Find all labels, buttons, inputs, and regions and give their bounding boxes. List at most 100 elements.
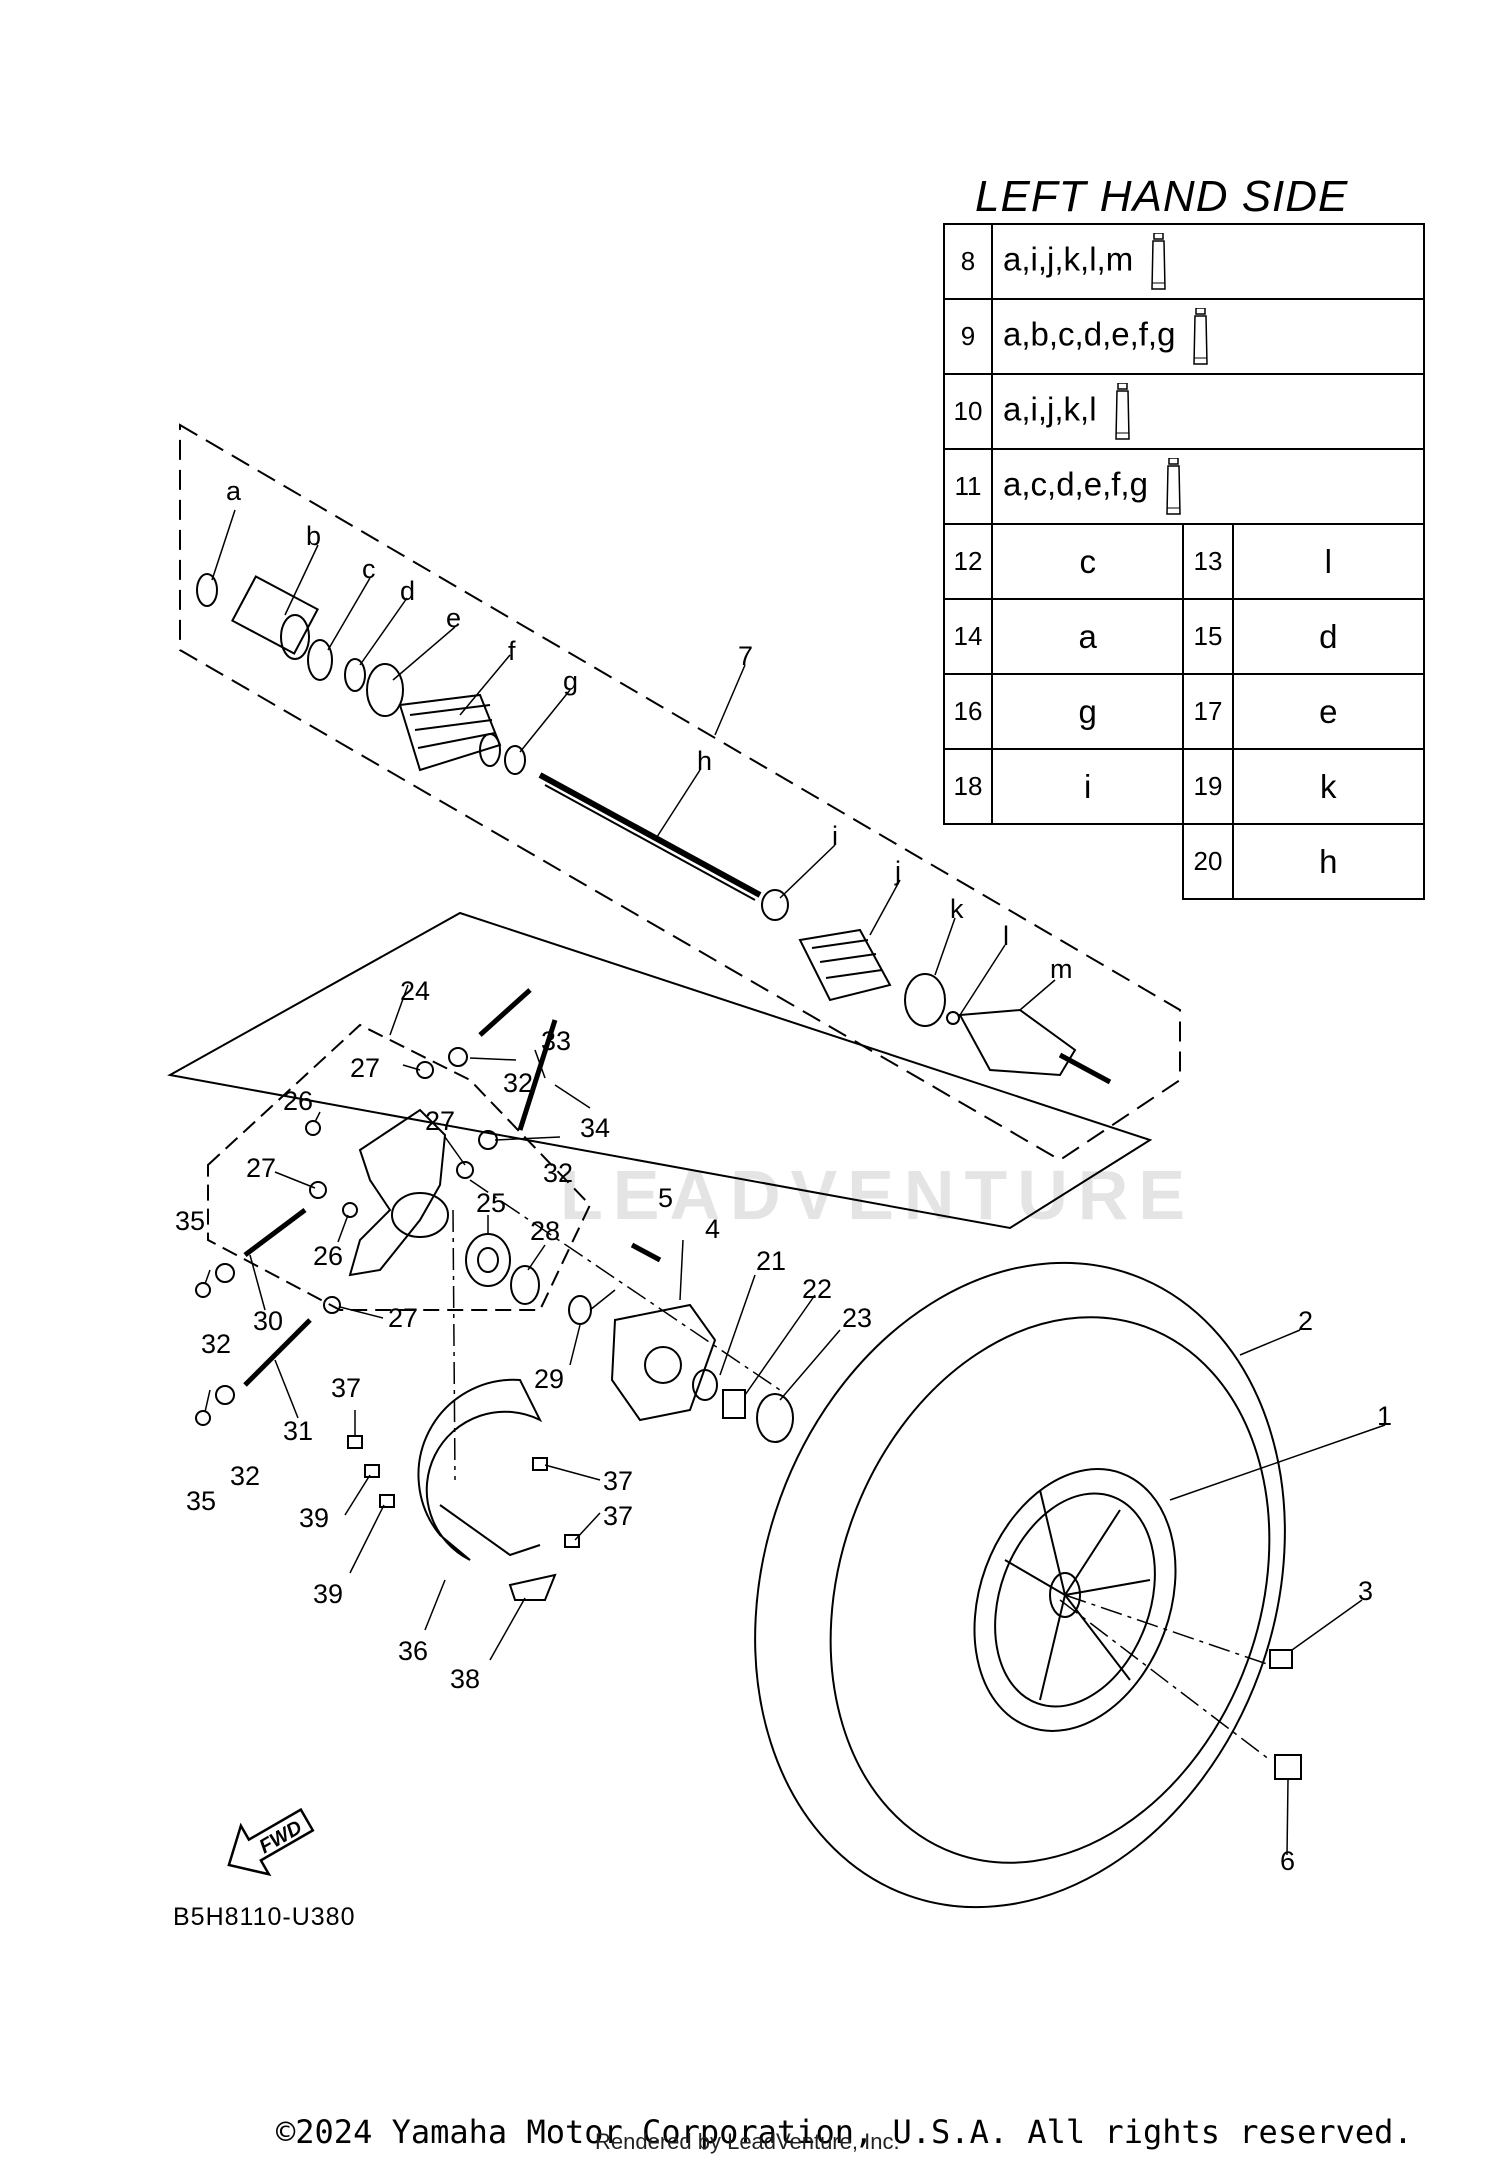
legend-val: d [1231, 598, 1426, 675]
legend-val: a [990, 598, 1185, 675]
part-e-shape [366, 663, 404, 717]
part-l-shape [946, 1011, 960, 1025]
hub-shape [610, 1303, 717, 1422]
diagram-code: B5H8110-U380 [173, 1903, 356, 1931]
washer-32-shape [448, 1047, 468, 1067]
callout-i: i [832, 821, 838, 851]
callout-32-left: 32 [201, 1329, 231, 1359]
callout-7: 7 [738, 641, 753, 671]
callout-32-bottom: 32 [230, 1461, 260, 1491]
knuckle-inner-outline [207, 1023, 592, 1311]
legend-row: 10 a,i,j,k,l [943, 373, 1425, 450]
callout-35-top: 35 [175, 1206, 205, 1236]
callout-36: 36 [398, 1636, 428, 1666]
callout-letters: a b c d e f g h i j k l m [226, 476, 1073, 984]
callout-31: 31 [283, 1416, 313, 1446]
legend-row: 8 a,i,j,k,l,m [943, 223, 1425, 300]
callout-37-right: 37 [603, 1501, 633, 1531]
legend-num: 20 [1182, 823, 1234, 900]
part-c-shape [307, 639, 333, 681]
legend-num: 13 [1182, 523, 1234, 600]
legend-num: 8 [943, 223, 993, 300]
callout-37-left: 37 [331, 1373, 361, 1403]
callout-39-bottom: 39 [313, 1579, 343, 1609]
bolt-34-shape [517, 1019, 558, 1131]
callout-numbers: 1 2 3 4 5 6 7 21 22 23 24 25 26 26 27 27… [175, 641, 1392, 1876]
callout-k: k [950, 894, 964, 924]
callout-27-mid: 27 [425, 1106, 455, 1136]
wheel-shape [973, 1468, 1177, 1732]
legend-row: 11 a,c,d,e,f,g [943, 448, 1425, 525]
callout-37-mid: 37 [603, 1466, 633, 1496]
knuckle-group-outline [167, 911, 1153, 1230]
part-i-shape [761, 889, 789, 921]
callout-27-left: 27 [246, 1153, 276, 1183]
wheel-nut-shape [1274, 1754, 1302, 1780]
callout-5: 5 [658, 1183, 673, 1213]
callout-35-bottom: 35 [186, 1486, 216, 1516]
legend-num: 16 [943, 673, 993, 750]
legend-val: g [990, 673, 1185, 750]
callout-b: b [306, 521, 321, 551]
legend-blank [944, 823, 1184, 899]
callout-j: j [894, 856, 901, 886]
legend-num: 9 [943, 298, 993, 375]
circlip-shape [510, 1265, 540, 1305]
grease-fitting-26-shape [305, 1120, 321, 1136]
legend-val: k [1231, 748, 1426, 825]
part-m-shape [958, 1008, 1077, 1077]
callout-g: g [563, 666, 578, 696]
callout-26-bottom: 26 [313, 1241, 343, 1271]
callout-28: 28 [530, 1216, 560, 1246]
legend-val: h [1231, 823, 1426, 900]
bolt-5-shape [630, 1242, 662, 1263]
callout-27-top: 27 [350, 1053, 380, 1083]
callout-33: 33 [541, 1026, 571, 1056]
callout-32-top: 32 [503, 1068, 533, 1098]
legend-num: 12 [943, 523, 993, 600]
callout-26-top: 26 [283, 1086, 313, 1116]
legend-num: 14 [943, 598, 993, 675]
callout-h: h [697, 746, 712, 776]
callout-2: 2 [1298, 1306, 1313, 1336]
legend-table: 8 a,i,j,k,l,m 9 a,b,c,d,e,f,g 10 a,i,j,k… [943, 223, 1426, 900]
callout-27-bottom: 27 [388, 1303, 418, 1333]
legend-parts: a,i,j,k,l [991, 373, 1425, 450]
collar-27-shape [416, 1061, 434, 1079]
callout-38: 38 [450, 1664, 480, 1694]
legend-row: 20 h [944, 823, 1426, 900]
callout-e: e [446, 603, 461, 633]
oil-seal-shape [568, 1295, 592, 1325]
callout-d: d [400, 576, 415, 606]
fwd-arrow-icon: FWD [227, 1807, 315, 1877]
part-j-shape [798, 928, 892, 1002]
valve-shape [1269, 1649, 1293, 1669]
part-k-shape [904, 973, 946, 1027]
callout-6: 6 [1280, 1846, 1295, 1876]
legend-row: 12 c 13 l [943, 523, 1426, 600]
legend-val: c [990, 523, 1185, 600]
bolt-31-shape [243, 1318, 312, 1387]
legend-num: 17 [1182, 673, 1234, 750]
bolt-33-shape [478, 988, 532, 1037]
callout-a: a [226, 476, 242, 506]
legend-parts: a,b,c,d,e,f,g [991, 298, 1425, 375]
callout-21: 21 [756, 1246, 786, 1276]
callout-24: 24 [400, 976, 430, 1006]
nut-35-shape [195, 1282, 211, 1298]
grease-tube-icon [1151, 232, 1166, 290]
legend-val: i [990, 748, 1185, 825]
screw-37-shape [347, 1435, 363, 1449]
callout-23: 23 [842, 1303, 872, 1333]
legend-row: 14 a 15 d [943, 598, 1426, 675]
callout-29: 29 [534, 1364, 564, 1394]
callout-34: 34 [580, 1113, 610, 1143]
legend-num: 10 [943, 373, 993, 450]
watermark-text: LEADVENTURE [560, 1156, 1196, 1234]
part-h-shape [538, 772, 762, 898]
driveshaft-group-outline [179, 423, 1181, 1162]
legend-row: 16 g 17 e [943, 673, 1426, 750]
grease-tube-icon [1193, 307, 1209, 365]
legend-row: 18 i 19 k [943, 748, 1426, 825]
